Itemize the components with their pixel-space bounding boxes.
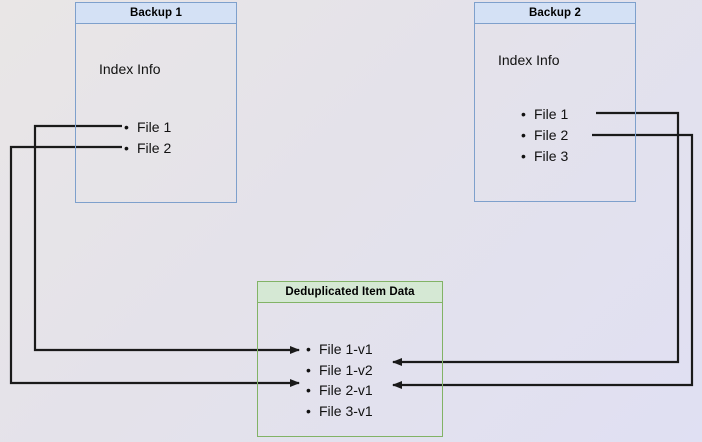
backup2-index-info-label: Index Info — [498, 52, 560, 68]
backup2-box — [474, 2, 636, 202]
list-item: File 2 — [521, 125, 568, 146]
list-item: File 1 — [124, 117, 171, 138]
list-item: File 3 — [521, 146, 568, 167]
deduplicated-item-data-header-label: Deduplicated Item Data — [285, 286, 415, 298]
backup1-header-label: Backup 1 — [130, 7, 182, 19]
list-item: File 1-v2 — [306, 360, 373, 381]
list-item: File 3-v1 — [306, 401, 373, 422]
backup2-header: Backup 2 — [474, 2, 636, 24]
backup1-index-info-label: Index Info — [99, 61, 161, 77]
list-item: File 1-v1 — [306, 339, 373, 360]
dedup-file-list: File 1-v1 File 1-v2 File 2-v1 File 3-v1 — [306, 339, 373, 421]
deduplicated-item-data-header: Deduplicated Item Data — [257, 281, 443, 303]
backup2-header-label: Backup 2 — [529, 7, 581, 19]
backup2-file-list: File 1 File 2 File 3 — [521, 104, 568, 167]
list-item: File 1 — [521, 104, 568, 125]
backup1-file-list: File 1 File 2 — [124, 117, 171, 159]
backup1-header: Backup 1 — [75, 2, 237, 24]
backup1-box — [75, 2, 237, 203]
list-item: File 2 — [124, 138, 171, 159]
list-item: File 2-v1 — [306, 380, 373, 401]
